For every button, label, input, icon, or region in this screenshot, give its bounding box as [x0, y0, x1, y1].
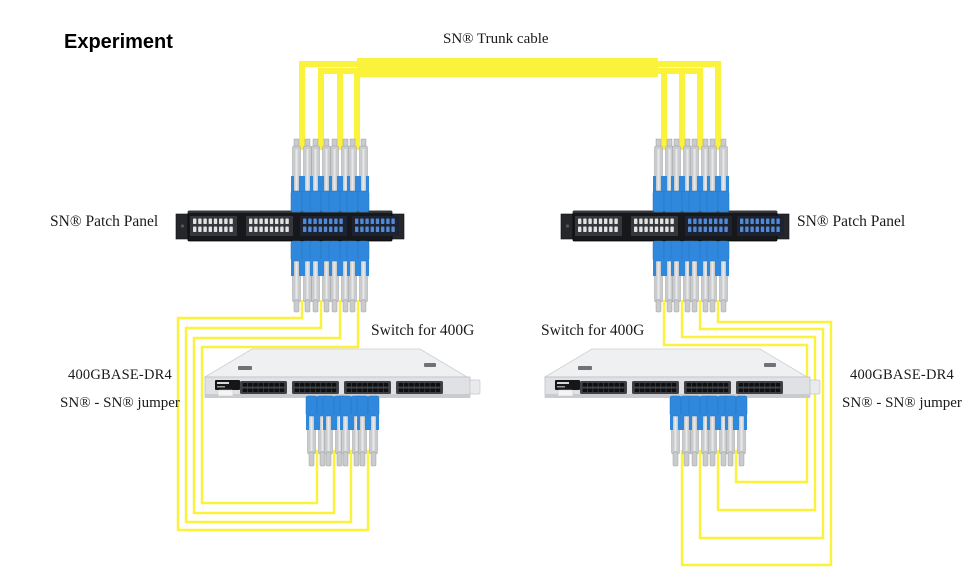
jumper-right-line2: SN® - SN® jumper [842, 395, 962, 411]
page-title: Experiment [64, 31, 173, 53]
port-group [190, 216, 237, 236]
port-group [575, 216, 622, 236]
sn-duplex-connector [688, 240, 712, 313]
port-group [737, 216, 784, 236]
port-group [631, 216, 678, 236]
switch-right-label: Switch for 400G [541, 322, 645, 339]
sn-duplex-connector [346, 138, 370, 213]
jumper-right-label: 400GBASE-DR4 SN® - SN® jumper [832, 367, 969, 412]
sn-duplex-connector [346, 240, 370, 313]
jumper-left-line1: 400GBASE-DR4 [68, 367, 172, 383]
sn-duplex-connector [356, 395, 380, 467]
sn-duplex-connector [706, 240, 730, 313]
port-group [580, 381, 627, 394]
trunk-cable [357, 58, 658, 77]
patch-panel-left [175, 210, 405, 242]
fiber-cable [662, 300, 809, 484]
patch-panel-left-label: SN® Patch Panel [50, 213, 159, 230]
sn-duplex-connector [309, 138, 333, 213]
fiber-cable [200, 300, 360, 505]
port-group [344, 381, 391, 394]
port-group [246, 216, 293, 236]
fiber-cable [658, 68, 667, 150]
fiber-cable [337, 68, 357, 150]
fiber-cable [680, 300, 817, 512]
switch-left-label: Switch for 400G [371, 322, 475, 339]
port-group [736, 381, 783, 394]
jumper-right-line1: 400GBASE-DR4 [850, 367, 954, 383]
jumper-left-line2: SN® - SN® jumper [60, 395, 180, 411]
port-group [685, 216, 732, 236]
port-group [240, 381, 287, 394]
sn-duplex-connector [290, 138, 314, 213]
fiber-cable [184, 300, 353, 524]
port-group [300, 216, 347, 236]
fiber-cable [658, 68, 703, 150]
port-group [396, 381, 443, 394]
port-group [292, 381, 339, 394]
fiber-cable [176, 300, 370, 532]
patch-panel-right-label: SN® Patch Panel [797, 213, 906, 230]
jumper-left-label: 400GBASE-DR4 SN® - SN® jumper [45, 367, 195, 412]
port-group [352, 216, 399, 236]
fiber-cable [680, 300, 833, 567]
trunk-cable-label: SN® Trunk cable [443, 31, 549, 47]
port-group [684, 381, 731, 394]
cables [176, 58, 833, 567]
switch-left [203, 348, 481, 398]
sn-duplex-connector [309, 240, 333, 313]
switch-right [543, 348, 821, 398]
fiber-cable [658, 61, 721, 150]
sn-duplex-connector [706, 138, 730, 213]
fiber-cable [299, 61, 357, 150]
sn-duplex-connector [652, 240, 676, 313]
port-group [632, 381, 679, 394]
fiber-cable [698, 300, 825, 540]
fiber-cable [192, 300, 342, 515]
patch-panel-right [560, 210, 790, 242]
sn-duplex-connector [724, 395, 748, 467]
